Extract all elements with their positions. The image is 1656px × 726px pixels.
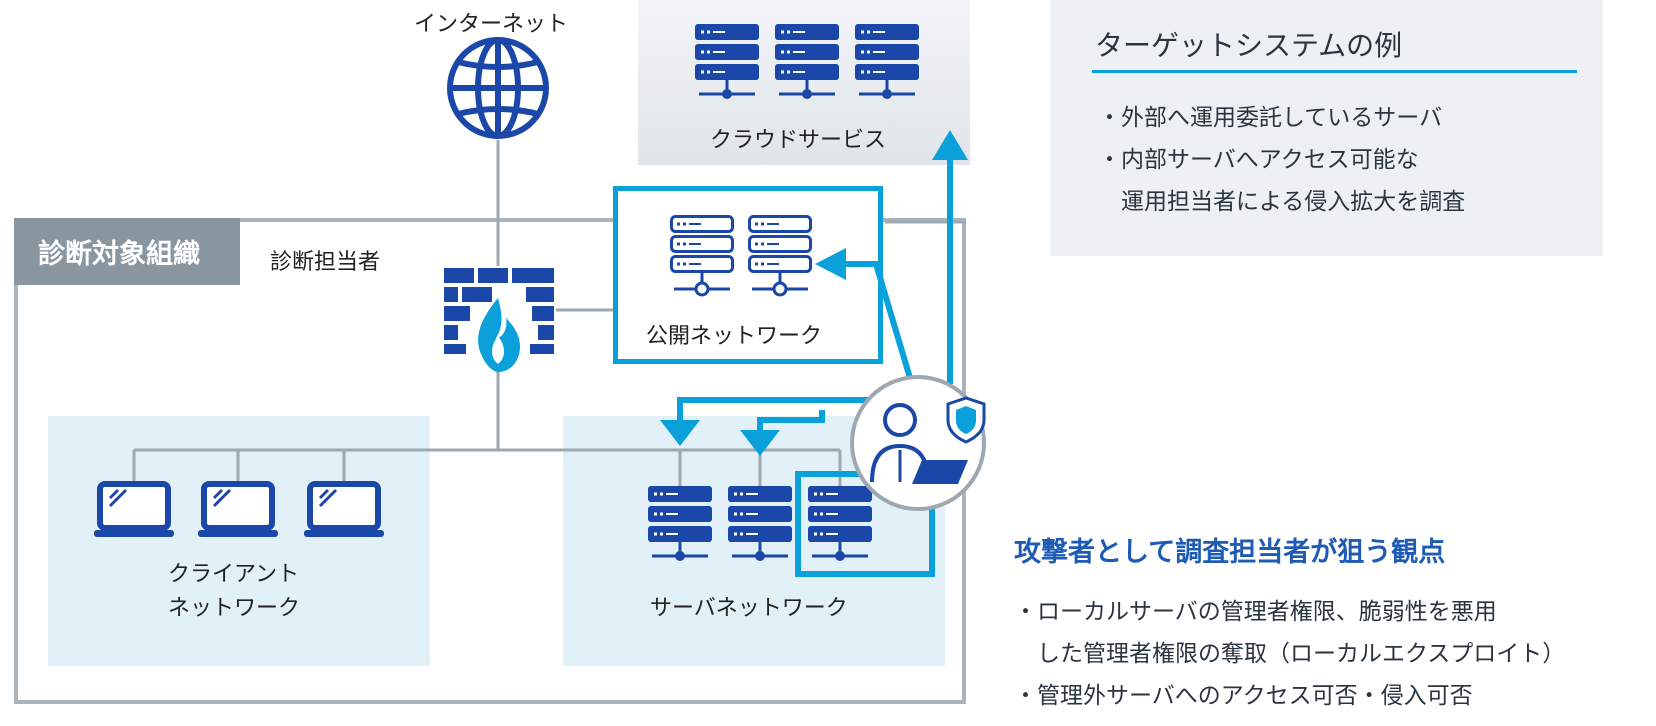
server-icon-lan-2 [726, 484, 794, 563]
person-icon [850, 375, 986, 511]
firewall-icon [444, 268, 554, 372]
public-network-label: 公開ネットワーク [646, 324, 823, 349]
tester-label: 診断担当者 [270, 250, 381, 275]
server-icon-lan-3 [806, 484, 874, 563]
client-network-label-line1: クライアント [168, 562, 300, 587]
target-item: 運用担当者による侵入拡大を調査 [1098, 189, 1466, 215]
target-panel-title: ターゲットシステムの例 [1095, 29, 1403, 62]
laptop-icon-1 [94, 484, 174, 537]
server-icon-cloud-3 [853, 22, 921, 101]
attack-panel-title: 攻撃者として調査担当者が狙う観点 [1014, 537, 1446, 568]
globe-icon [447, 37, 549, 139]
arrow-heads [660, 130, 968, 456]
server-network-label: サーバネットワーク [650, 596, 848, 621]
attack-item: ・ローカルサーバの管理者権限、脆弱性を悪用 [1014, 599, 1497, 625]
client-network-label-line2: ネットワーク [168, 596, 301, 621]
cloud-service-label: クラウドサービス [710, 128, 887, 153]
target-item: ・内部サーバへアクセス可能な [1098, 147, 1419, 173]
attack-item: した管理者権限の奪取（ローカルエクスプロイト） [1014, 641, 1566, 667]
shield-icon [946, 396, 986, 444]
internet-label: インターネット [414, 12, 569, 37]
server-icon-cloud-1 [693, 22, 761, 101]
target-panel-divider [1092, 70, 1577, 73]
attack-item: ・管理外サーバへのアクセス可否・侵入可否 [1014, 683, 1473, 709]
laptop-icon-3 [304, 484, 384, 537]
org-tag: 診断対象組織 [14, 218, 240, 285]
server-icon-cloud-2 [773, 22, 841, 101]
server-icon-public-1 [670, 215, 734, 297]
laptop-icon-2 [198, 484, 278, 537]
server-icon-public-2 [748, 215, 812, 297]
target-systems-panel [1050, 0, 1603, 256]
server-icon-lan-1 [646, 484, 714, 563]
target-item: ・外部へ運用委託しているサーバ [1098, 105, 1443, 131]
